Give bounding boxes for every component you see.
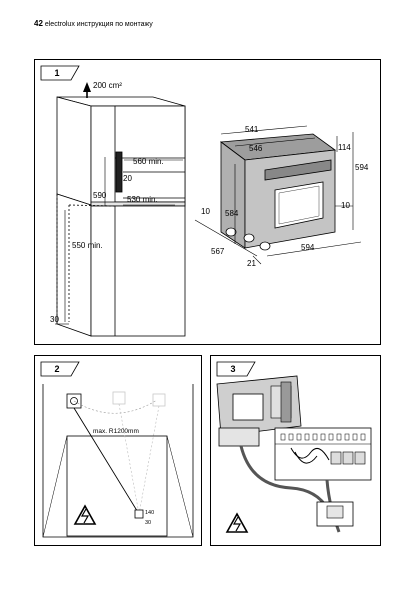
electric-warning-icon xyxy=(73,504,97,525)
figure-3-tab xyxy=(216,361,256,377)
label-584: 584 xyxy=(225,209,239,218)
figure-3-drawing: 3 xyxy=(216,361,372,533)
figure-3-number: 3 xyxy=(230,364,235,374)
figure-3-frame: 3 xyxy=(210,355,381,546)
ventilation-arrow-icon xyxy=(83,82,91,92)
figure-1-drawing: 1 xyxy=(40,65,369,337)
label-10-left: 10 xyxy=(201,207,210,216)
figure-2-tab xyxy=(40,361,80,377)
label-546: 546 xyxy=(249,144,263,153)
oven-dimension-lines xyxy=(194,125,362,265)
label-594-width: 594 xyxy=(301,243,315,252)
figure-2-frame: 2 max. R1200mm 140 30 xyxy=(34,355,202,546)
label-590: 590 xyxy=(93,191,107,200)
page-header: 42 electrolux инструкция по монтажу xyxy=(34,19,153,28)
built-in-oven xyxy=(219,133,337,251)
label-ventilation: 200 cm² xyxy=(93,81,122,90)
label-567: 567 xyxy=(211,247,225,256)
label-541: 541 xyxy=(245,125,259,134)
section-title: инструкция по монтажу xyxy=(76,21,153,28)
figure-1-number: 1 xyxy=(54,68,59,78)
cable-radius-line xyxy=(73,407,140,515)
label-30-fig2: 30 xyxy=(145,520,151,526)
page-number: 42 xyxy=(34,19,43,28)
label-max-radius: max. R1200mm xyxy=(93,428,139,435)
label-30: 30 xyxy=(50,315,59,324)
brand-name: electrolux xyxy=(44,21,75,28)
figure-1-tab xyxy=(40,65,80,81)
label-21: 21 xyxy=(247,259,256,268)
label-10-right: 10 xyxy=(341,201,350,210)
label-594-height: 594 xyxy=(355,163,369,172)
label-530-min: 530 min. xyxy=(127,195,158,204)
faded-socket-icon xyxy=(152,393,166,407)
faded-socket-icon xyxy=(112,391,126,405)
label-560-min: 560 min. xyxy=(133,157,164,166)
label-20: 20 xyxy=(123,174,132,183)
junction-box-icon xyxy=(134,509,144,519)
label-550-min: 550 min. xyxy=(72,241,103,250)
label-114: 114 xyxy=(338,143,351,152)
figure-1-frame: 1 xyxy=(34,59,381,345)
label-140: 140 xyxy=(145,510,154,516)
electric-warning-icon xyxy=(225,512,249,533)
figure-2-drawing: 2 max. R1200mm 140 30 xyxy=(40,361,194,538)
figure-2-number: 2 xyxy=(54,364,59,374)
kitchen-cabinet xyxy=(56,96,186,337)
